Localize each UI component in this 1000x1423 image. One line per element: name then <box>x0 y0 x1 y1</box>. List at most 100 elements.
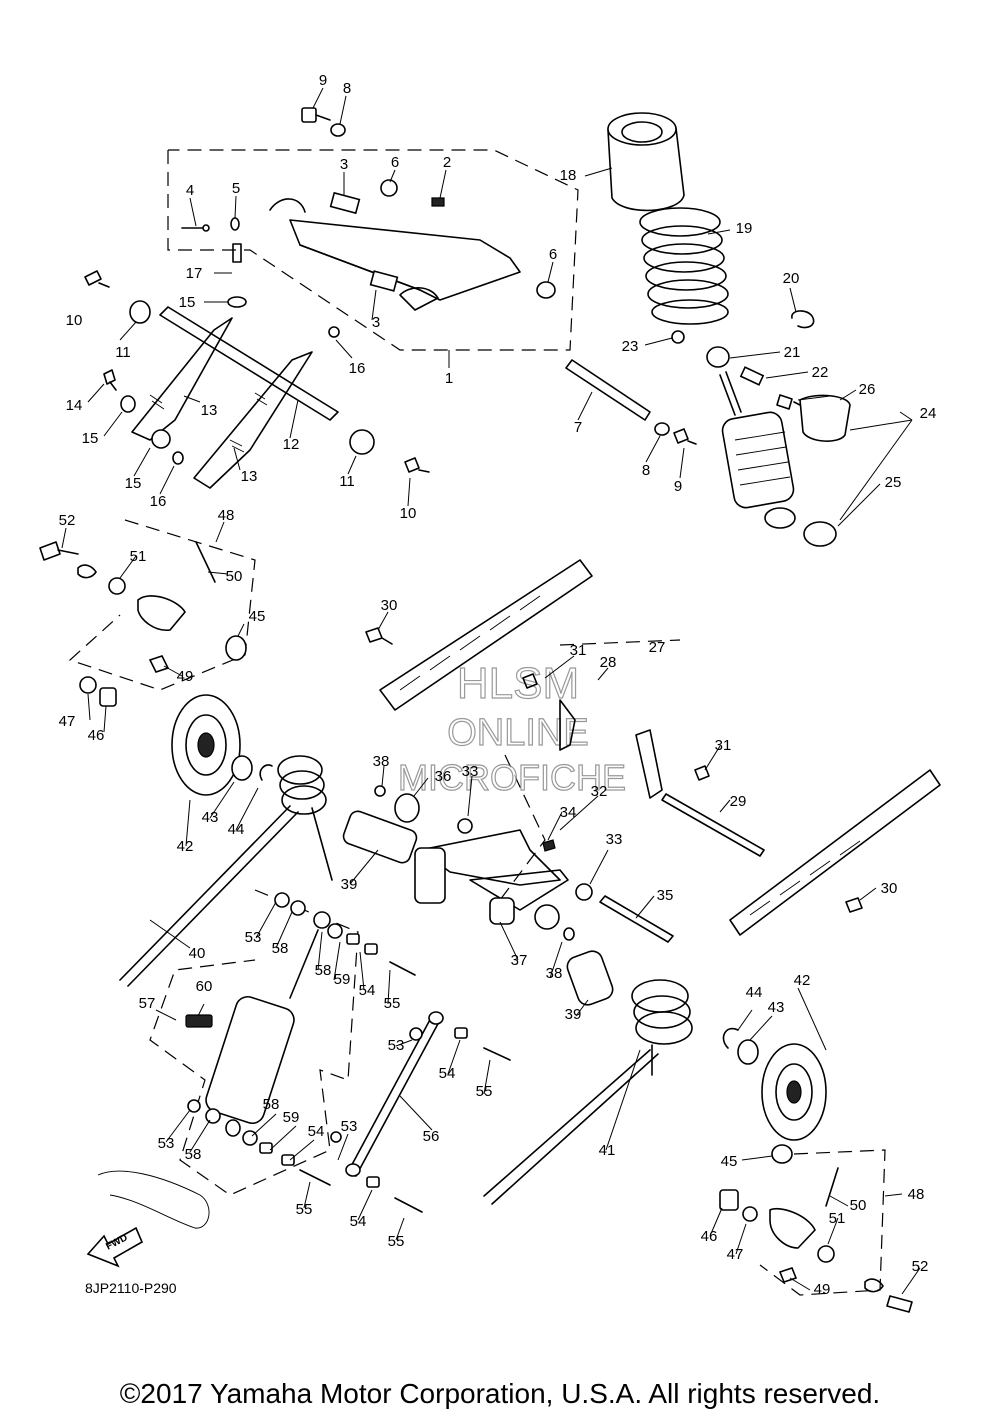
slide-rail-assembly <box>365 559 941 936</box>
callout-47: 47 <box>59 713 76 730</box>
callout-25: 25 <box>885 474 902 491</box>
callout-44-b: 44 <box>746 984 763 1001</box>
callout-15-c: 15 <box>125 475 142 492</box>
callout-45-b: 45 <box>721 1153 738 1170</box>
callout-23: 23 <box>622 338 639 355</box>
callout-46-b: 46 <box>701 1228 718 1245</box>
callout-18: 18 <box>560 167 577 184</box>
copyright-notice: ©2017 Yamaha Motor Corporation, U.S.A. A… <box>119 1378 881 1409</box>
callout-55: 55 <box>384 995 401 1012</box>
callout-9-b: 9 <box>674 478 682 495</box>
callout-19: 19 <box>736 220 753 237</box>
callout-60: 60 <box>196 978 213 995</box>
watermark-line3: MICROFICHE <box>398 757 626 798</box>
callout-16-b: 16 <box>150 493 167 510</box>
callout-9: 9 <box>319 72 327 89</box>
callout-56: 56 <box>423 1128 440 1145</box>
callout-13: 13 <box>201 402 218 419</box>
lower-link-assembly <box>97 892 511 1229</box>
callout-39-b: 39 <box>565 1006 582 1023</box>
callout-4: 4 <box>186 182 194 199</box>
callout-42-b: 42 <box>794 972 811 989</box>
callout-50: 50 <box>226 568 243 585</box>
callout-15: 15 <box>179 294 196 311</box>
callout-8: 8 <box>343 80 351 97</box>
watermark-line2: ONLINE <box>447 712 588 754</box>
callout-43-b: 43 <box>768 999 785 1016</box>
callout-54: 54 <box>359 982 376 999</box>
leader-lines <box>61 87 921 1295</box>
callout-6: 6 <box>391 154 399 171</box>
callout-48: 48 <box>218 507 235 524</box>
right-wheel-assembly <box>483 979 913 1313</box>
callout-14: 14 <box>66 397 83 414</box>
callout-40: 40 <box>189 945 206 962</box>
callout-6-b: 6 <box>549 246 557 263</box>
spring-part-41 <box>483 979 693 1205</box>
spring-part-19 <box>639 207 729 325</box>
callout-42: 42 <box>177 838 194 855</box>
callout-30: 30 <box>381 597 398 614</box>
callout-55-c: 55 <box>296 1201 313 1218</box>
callout-34: 34 <box>560 804 577 821</box>
callout-39: 39 <box>341 876 358 893</box>
callout-15-b: 15 <box>82 430 99 447</box>
callout-24: 24 <box>920 405 937 422</box>
callout-27: 27 <box>649 639 666 656</box>
callout-12: 12 <box>283 436 300 453</box>
callout-30-b: 30 <box>881 880 898 897</box>
callout-13-b: 13 <box>241 468 258 485</box>
callout-3: 3 <box>340 156 348 173</box>
callout-52-b: 52 <box>912 1258 929 1275</box>
callout-54-b: 54 <box>439 1065 456 1082</box>
callout-58-d: 58 <box>185 1146 202 1163</box>
callout-48-b: 48 <box>908 1186 925 1203</box>
callout-58-b: 58 <box>315 962 332 979</box>
callout-26: 26 <box>859 381 876 398</box>
callout-32: 32 <box>591 783 608 800</box>
bolt-part-9-top <box>301 107 346 137</box>
callout-21: 21 <box>784 344 801 361</box>
callout-5: 5 <box>232 180 240 197</box>
callout-20: 20 <box>783 270 800 287</box>
callout-38: 38 <box>373 753 390 770</box>
callout-10-b: 10 <box>400 505 417 522</box>
callout-46: 46 <box>88 727 105 744</box>
callout-36: 36 <box>435 768 452 785</box>
callout-17: 17 <box>186 265 203 282</box>
watermark: HLSM ONLINE MICROFICHE <box>397 658 626 798</box>
callout-22: 22 <box>812 364 829 381</box>
callout-33-b: 33 <box>606 831 623 848</box>
callout-37: 37 <box>511 952 528 969</box>
fwd-arrow: FWD <box>86 1226 144 1268</box>
callout-43: 43 <box>202 809 219 826</box>
callout-51: 51 <box>130 548 147 565</box>
rear-arm-assembly <box>119 755 674 1006</box>
callout-49-b: 49 <box>814 1281 831 1298</box>
callout-10: 10 <box>66 312 83 329</box>
callout-3-b: 3 <box>372 314 380 331</box>
callout-8-b: 8 <box>642 462 650 479</box>
callout-labels: 9 8 6 2 3 18 4 5 19 17 10 15 3 6 20 1 11… <box>59 72 937 1298</box>
callout-1: 1 <box>445 370 453 387</box>
callout-53-b: 53 <box>388 1037 405 1054</box>
callout-51-b: 51 <box>829 1210 846 1227</box>
callout-52: 52 <box>59 512 76 529</box>
callout-47-b: 47 <box>727 1246 744 1263</box>
callout-44: 44 <box>228 821 245 838</box>
callout-53-c: 53 <box>158 1135 175 1152</box>
callout-53-d: 53 <box>341 1118 358 1135</box>
callout-55-b: 55 <box>476 1083 493 1100</box>
callout-45: 45 <box>249 608 266 625</box>
callout-41: 41 <box>599 1142 616 1159</box>
callout-55-d: 55 <box>388 1233 405 1250</box>
spring-part-40 <box>119 755 333 987</box>
callout-31: 31 <box>570 642 587 659</box>
callout-31-b: 31 <box>715 737 732 754</box>
callout-58: 58 <box>272 940 289 957</box>
callout-59: 59 <box>334 971 351 988</box>
front-arm-assembly <box>84 107 697 489</box>
left-wheel-assembly <box>39 541 273 796</box>
callout-29: 29 <box>730 793 747 810</box>
